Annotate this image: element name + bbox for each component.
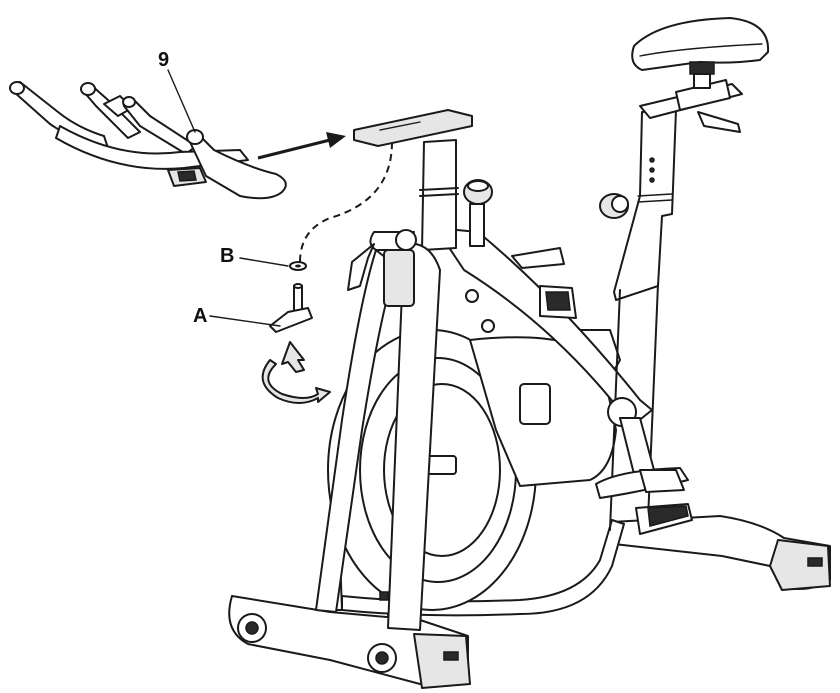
dashed-assembly-path bbox=[299, 141, 393, 263]
knob-part-a: A bbox=[193, 283, 313, 333]
spin-bike bbox=[228, 17, 831, 689]
assembly-arrow-icon bbox=[257, 132, 346, 160]
crank-and-pedal bbox=[595, 397, 693, 535]
washer-part-b: B bbox=[220, 245, 307, 271]
label-part-9: 9 bbox=[158, 49, 169, 71]
handlebar-mount-plate bbox=[353, 109, 473, 147]
callout-9: 9 bbox=[158, 49, 196, 133]
rear-stabilizer-endcap bbox=[769, 539, 831, 591]
rotate-arrow-icon bbox=[261, 341, 331, 404]
resistance-knob bbox=[463, 179, 493, 247]
front-stabilizer-endcap bbox=[413, 633, 471, 689]
label-part-a: A bbox=[193, 305, 207, 327]
saddle bbox=[631, 17, 770, 89]
handlebar-part-9 bbox=[9, 81, 287, 200]
label-part-b: B bbox=[220, 245, 234, 267]
